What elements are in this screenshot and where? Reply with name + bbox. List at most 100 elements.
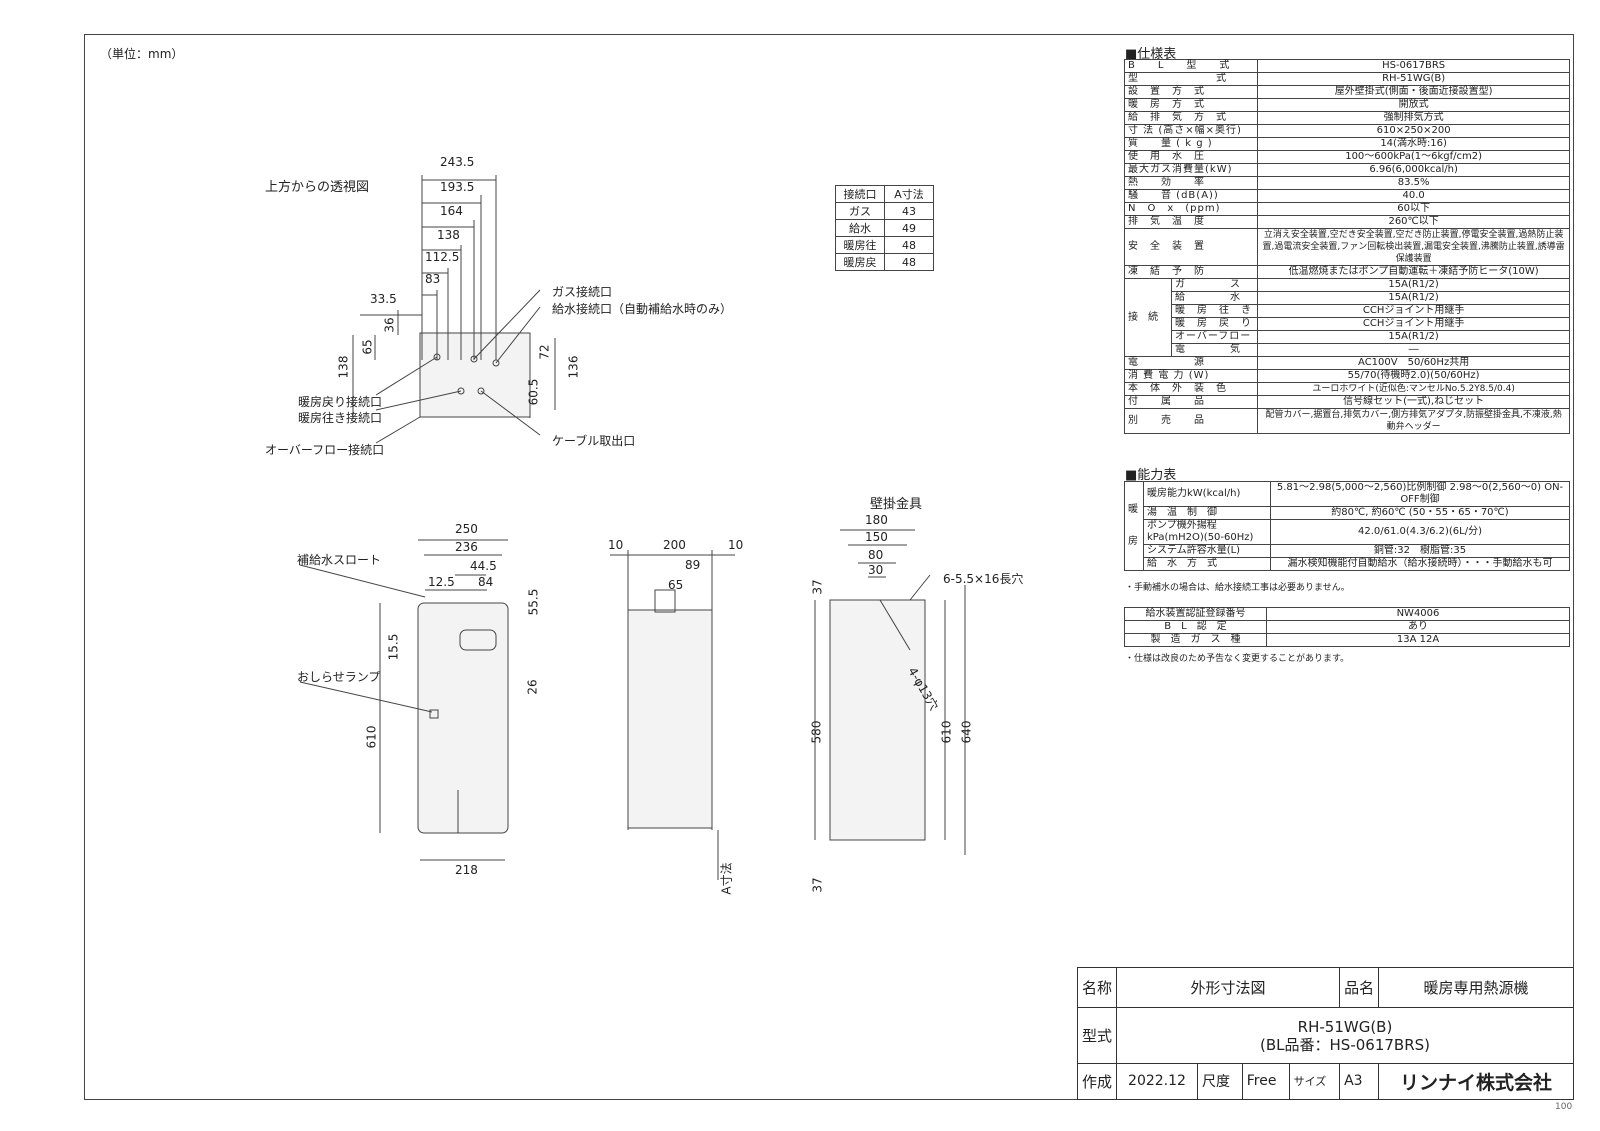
spec-row: 寸 法 (高さ×幅×奥行)610×250×200 (1123, 124, 1570, 138)
wall-bracket-body (829, 599, 926, 841)
spec-title: ■仕様表 (1125, 47, 1177, 62)
cert-note: ・仕様は改良のため予告なく変更することがあります。 (1125, 654, 1350, 664)
spec-value: CCHジョイント用継手 (1257, 304, 1570, 318)
size-value: A3 (1339, 1062, 1380, 1101)
dim-610: 610 (364, 725, 379, 749)
scale-value: Free (1241, 1062, 1290, 1101)
perf-value: 漏水検知機能付自動給水（給水接続時）・・・手動給水も可 (1270, 557, 1570, 571)
dim-side-65: 65 (668, 578, 684, 592)
dim-80: 80 (868, 548, 884, 562)
dim-side-89: 89 (685, 558, 701, 572)
label-overflow-port: オーバーフロー接続口 (265, 443, 385, 457)
perf-note: ・手動補水の場合は、給水接続工事は必要ありません。 (1125, 583, 1350, 593)
spec-label: 熱 効 率 (1123, 176, 1259, 190)
front-view-body (417, 602, 509, 834)
perf-label: 湯 温 制 御 (1143, 506, 1271, 520)
spec-value: 610×250×200 (1257, 124, 1570, 138)
spec-row: 設 置 方 式屋外壁掛式(側面・後面近接設置型) (1123, 85, 1570, 99)
spec-label: オーバーフロー (1170, 330, 1259, 344)
cert-value: 13A 12A (1266, 633, 1570, 647)
spec-label: 使 用 水 圧 (1123, 150, 1259, 164)
spec-value: 6.96(6,000kcal/h) (1257, 163, 1570, 177)
perf-row: ポンプ機外揚程 kPa(mH2O)(50-60Hz)42.0/61.0(4.3/… (1125, 519, 1570, 545)
perf-group: 暖房 (1124, 481, 1144, 571)
spec-label: 騒 音 (dB(A)) (1123, 189, 1259, 203)
spec-value: 55/70(待機時2.0)(50/60Hz) (1257, 369, 1570, 383)
dim-138-v: 138 (336, 355, 351, 379)
perf-row: 湯 温 制 御約80℃, 約60℃ (50・55・65・70℃) (1125, 506, 1570, 520)
dim-37-bottom: 37 (810, 877, 825, 893)
spec-value: AC100V 50/60Hz共用 (1257, 356, 1570, 370)
label-gas-port: ガス接続口 (552, 285, 613, 299)
wall-bracket-title: 壁掛金具 (870, 497, 923, 512)
dim-136: 136 (566, 355, 581, 379)
spec-row: 給 排 気 方 式強制排気方式 (1123, 111, 1570, 125)
dim-250: 250 (455, 522, 478, 536)
dim-640: 640 (959, 720, 974, 744)
model-label: 型式 (1076, 1007, 1118, 1064)
spec-label: 給 排 気 方 式 (1123, 111, 1259, 125)
drawing-name: 外形寸法図 (1116, 966, 1341, 1009)
a-header-dim: A寸法 (884, 185, 934, 203)
a-cell: ガス (835, 202, 885, 220)
spec-row: 電 気― (1125, 343, 1570, 357)
connection-group-label: 接 続 (1124, 278, 1172, 357)
dim-84: 84 (478, 575, 494, 589)
dim-wall-610: 610 (939, 720, 954, 744)
spec-row: 本 体 外 装 色ユーロホワイト(近似色:マンセルNo.5.2Y8.5/0.4) (1123, 382, 1570, 396)
cert-value: NW4006 (1266, 607, 1570, 621)
dim-150: 150 (865, 530, 888, 544)
perf-row: システム許容水量(L)銅管:32 樹脂管:35 (1125, 544, 1570, 558)
dim-12-5: 12.5 (428, 575, 455, 589)
dim-164: 164 (440, 204, 463, 218)
perf-label: システム許容水量(L) (1143, 544, 1271, 558)
spec-value: RH-51WG(B) (1257, 72, 1570, 86)
drawing-frame (84, 34, 1574, 1100)
spec-value: 15A(R1/2) (1257, 278, 1570, 292)
dim-243-5: 243.5 (440, 155, 475, 169)
spec-label: 給 水 (1170, 291, 1259, 305)
port-supply (457, 387, 465, 395)
spec-value: 15A(R1/2) (1257, 330, 1570, 344)
spec-label: 電 気 (1170, 343, 1259, 357)
title-block: 名称 外形寸法図 品名 暖房専用熱源機 型式 RH-51WG(B) (BL品番：… (1076, 966, 1574, 1101)
scale-label: 尺度 (1196, 1062, 1243, 1101)
spec-value: 260℃以下 (1257, 215, 1570, 229)
dim-33-5: 33.5 (370, 292, 397, 306)
dim-60-5: 60.5 (526, 378, 541, 406)
page-number: 100 (1555, 1102, 1573, 1112)
perf-table: 暖房暖房能力kW(kcal/h)5.81～2.98(5,000～2,560)比例… (1124, 481, 1570, 571)
cert-label: 製 造 ガ ス 種 (1124, 633, 1267, 647)
side-view-body (627, 609, 713, 829)
spec-label: 暖 房 戻 り (1170, 317, 1259, 331)
spec-label: ガ ス (1170, 278, 1259, 292)
spec-row: 質 量 ( k g )14(満水時:16) (1123, 137, 1570, 151)
bl-number: (BL品番：HS-0617BRS) (1260, 1035, 1430, 1054)
label-return-port: 暖房戻り接続口 (298, 395, 383, 409)
spec-label: 最大ガス消費量(kW) (1123, 163, 1259, 177)
label-cable-outlet: ケーブル取出口 (552, 434, 636, 448)
lamp (429, 709, 439, 719)
perf-row: 給 水 方 式漏水検知機能付自動給水（給水接続時）・・・手動給水も可 (1125, 557, 1570, 571)
a-cell: 43 (884, 202, 934, 220)
a-cell: 暖房戻 (835, 253, 885, 271)
size-label: サイズ (1288, 1062, 1341, 1101)
dim-236: 236 (455, 540, 478, 554)
spec-label: 質 量 ( k g ) (1123, 137, 1259, 151)
a-cell: 49 (884, 219, 934, 237)
dim-138: 138 (437, 228, 460, 242)
spec-label: 寸 法 (高さ×幅×奥行) (1123, 124, 1259, 138)
spec-row: 消 費 電 力 (W)55/70(待機時2.0)(50/60Hz) (1123, 369, 1570, 383)
spec-value: 15A(R1/2) (1257, 291, 1570, 305)
